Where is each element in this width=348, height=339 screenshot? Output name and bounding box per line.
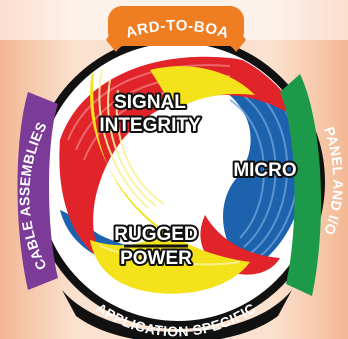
power-label: POWER bbox=[120, 248, 192, 269]
red-ribbon bbox=[59, 56, 310, 265]
blue-ribbon bbox=[220, 62, 305, 270]
rugged-label: RUGGED bbox=[114, 224, 197, 245]
integrity-label: INTEGRITY bbox=[99, 115, 201, 136]
left-tab bbox=[17, 92, 58, 290]
bottom-tab bbox=[62, 290, 292, 339]
signal-label: SIGNAL bbox=[114, 92, 186, 113]
top-tab-shape bbox=[108, 6, 244, 46]
yellow-ribbon-stripes bbox=[98, 69, 241, 266]
micro-label: MICRO bbox=[233, 160, 296, 181]
yellow-ribbon-top bbox=[150, 66, 255, 110]
center-labels: SIGNAL INTEGRITY MICRO RUGGED POWER bbox=[97, 90, 298, 271]
right-tab bbox=[280, 74, 322, 296]
